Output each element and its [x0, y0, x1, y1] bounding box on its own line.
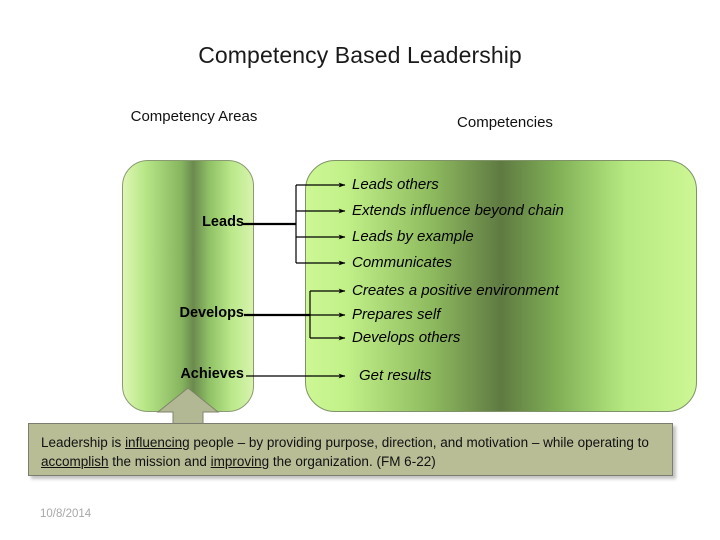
competency-item: Prepares self: [352, 306, 441, 323]
competency-item: Creates a positive environment: [352, 282, 559, 299]
area-label-develops: Develops: [179, 305, 244, 321]
column-heading-competency-areas: Competency Areas: [130, 108, 258, 125]
caption-underlined-accomplish: accomplish: [41, 454, 109, 470]
leadership-definition-box: Leadership is influencing people – by pr…: [28, 423, 673, 476]
competency-item: Communicates: [352, 254, 453, 271]
competency-item: Extends influence beyond chain: [352, 202, 564, 219]
caption-segment: the mission and: [108, 454, 211, 470]
competency-item: Leads by example: [352, 228, 474, 245]
caption-segment: Leadership is: [41, 435, 126, 450]
footer-date: 10/8/2014: [40, 508, 92, 520]
page-title: Competency Based Leadership: [198, 42, 522, 68]
leadership-definition-text: Leadership is influencing people – by pr…: [41, 433, 660, 471]
competency-item: Get results: [359, 367, 432, 384]
caption-underlined-influencing: influencing: [125, 435, 190, 450]
competency-areas-box: [122, 160, 254, 412]
area-label-achieves: Achieves: [180, 366, 244, 382]
competency-item: Leads others: [352, 176, 439, 193]
column-heading-competencies: Competencies: [457, 114, 553, 131]
caption-segment: the organization. (FM 6-22): [269, 454, 436, 470]
caption-underlined-improving: improving: [210, 454, 270, 470]
competencies-box: [305, 160, 697, 412]
area-label-leads: Leads: [202, 214, 244, 230]
competency-item: Develops others: [352, 329, 461, 346]
caption-segment: people – by providing purpose, direction…: [189, 435, 649, 450]
